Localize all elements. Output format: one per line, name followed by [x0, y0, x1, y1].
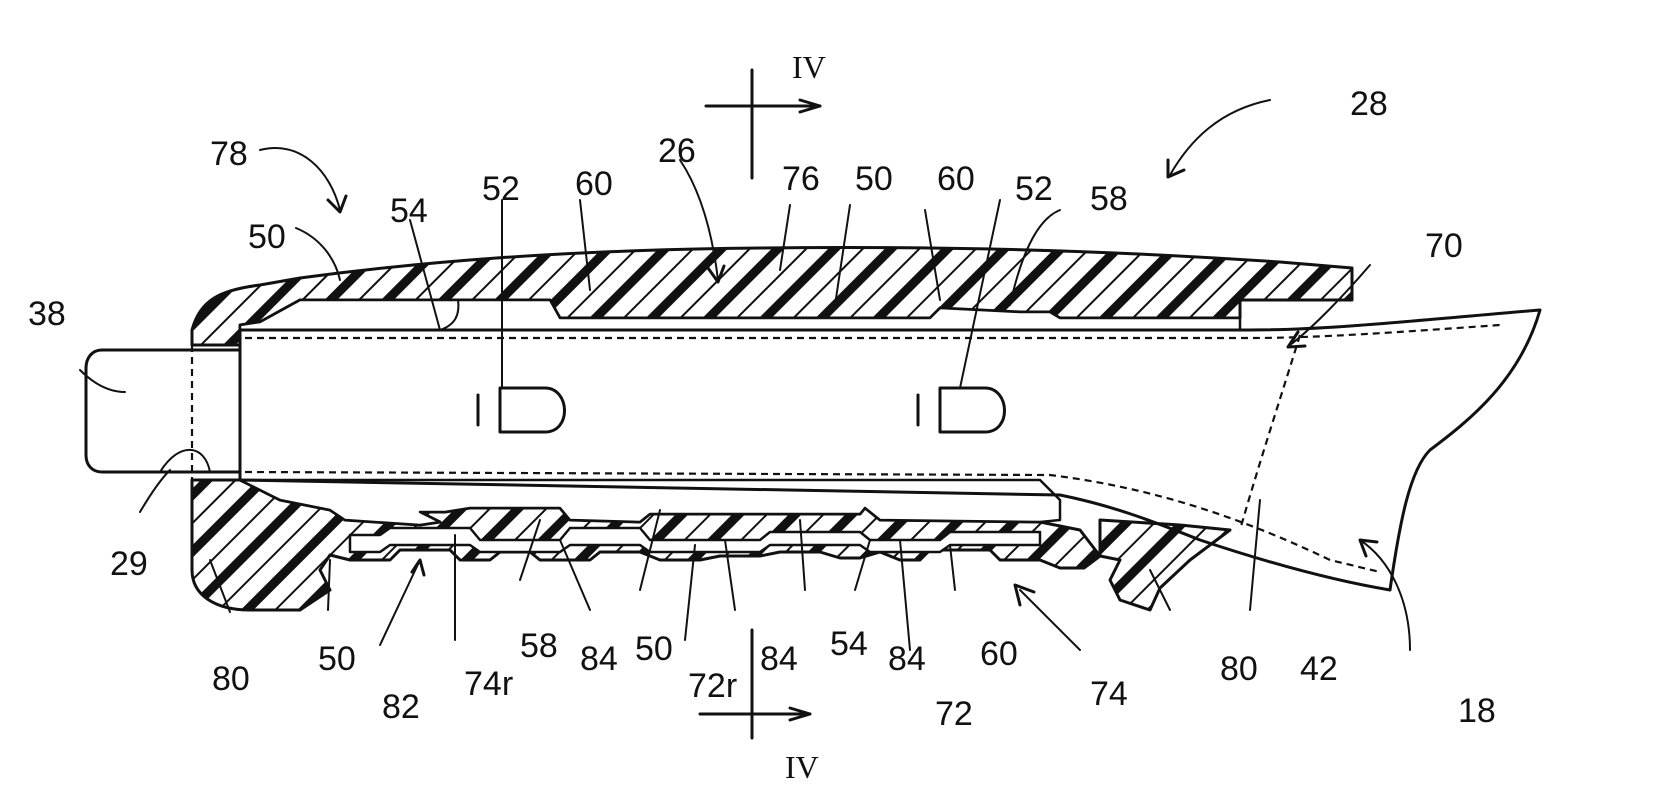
ref-76: 76	[782, 160, 820, 198]
ref-29: 29	[110, 545, 148, 583]
ref-58-bottom: 58	[520, 627, 558, 665]
ref-74: 74	[1090, 675, 1128, 713]
nozzle-29-curve	[160, 450, 210, 472]
ref-26: 26	[658, 132, 696, 170]
leader-60c	[950, 545, 955, 590]
ref-82: 82	[382, 688, 420, 726]
arrow-28	[1168, 160, 1184, 177]
ref-60-bottom: 60	[980, 635, 1018, 673]
leader-28	[1170, 100, 1270, 175]
leader-18	[1360, 540, 1410, 650]
ref-84-c: 84	[888, 640, 926, 678]
ref-38: 38	[28, 295, 66, 333]
ref-28: 28	[1350, 85, 1388, 123]
ref-50-top-left: 50	[248, 218, 286, 256]
ref-74r: 74r	[464, 665, 513, 703]
ref-60-top-left: 60	[575, 165, 613, 203]
leader-74	[1020, 590, 1080, 650]
ref-42: 42	[1300, 650, 1338, 688]
ref-60-top-right: 60	[937, 160, 975, 198]
slot-52-right	[940, 388, 1005, 432]
section-mark-bottom: IV	[785, 749, 819, 785]
ref-18: 18	[1458, 692, 1496, 730]
ref-72: 72	[935, 695, 973, 733]
ref-80-right: 80	[1220, 650, 1258, 688]
leader-29	[140, 470, 170, 512]
bottom-cover-hatched-right	[1100, 520, 1230, 610]
ref-84-b: 84	[760, 640, 798, 678]
ref-52-right: 52	[1015, 170, 1053, 208]
leader-50a	[328, 560, 330, 610]
ref-84-a: 84	[580, 640, 618, 678]
ref-70: 70	[1425, 227, 1463, 265]
ref-52-left: 52	[482, 170, 520, 208]
leader-82	[380, 560, 420, 645]
ref-54-bottom: 54	[830, 625, 868, 663]
slot-52-left	[500, 388, 565, 432]
ref-50-bottom-mid: 50	[635, 630, 673, 668]
ref-78: 78	[210, 135, 248, 173]
tube-inner-dashed-diagonal	[1240, 335, 1300, 530]
ref-58-top: 58	[1090, 180, 1128, 218]
ref-72r: 72r	[688, 667, 737, 705]
section-mark-top: IV	[792, 49, 826, 85]
ref-80-left: 80	[212, 660, 250, 698]
ref-50-top-mid: 50	[855, 160, 893, 198]
leader-50b	[296, 228, 340, 280]
ref-54-top: 54	[390, 192, 428, 230]
ref-50-bottom-left: 50	[318, 640, 356, 678]
nozzle-38	[86, 350, 240, 472]
